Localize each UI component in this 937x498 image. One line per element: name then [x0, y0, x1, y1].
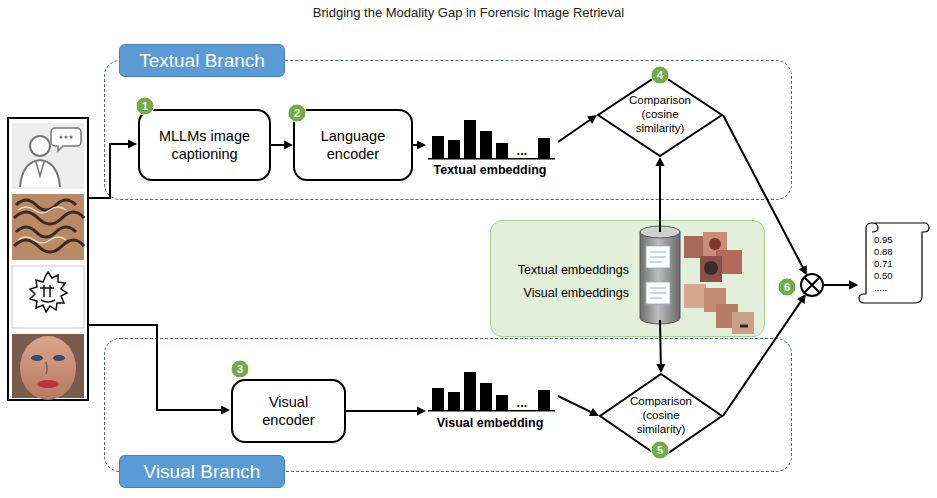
arrow-head — [849, 281, 858, 290]
arrow-head — [284, 141, 293, 150]
result-scroll: 0.95 0.88 0.71 0.50 ..... — [858, 222, 930, 304]
arrow-head — [589, 408, 599, 416]
database-label: Visual embeddings — [499, 286, 629, 300]
box-label: MLLMs image captioning — [148, 127, 261, 163]
flow-arrow — [346, 396, 599, 416]
scroll-outline — [858, 222, 930, 304]
connector-line — [659, 320, 662, 366]
flow-arrow — [413, 115, 597, 150]
arrow-head — [587, 115, 597, 124]
embedding-caption: Textual embedding — [434, 163, 547, 177]
arrow-head — [797, 294, 806, 304]
arrow-head — [417, 141, 426, 150]
box-label: Visual encoder — [241, 393, 336, 429]
flow-arrow — [723, 115, 858, 290]
database-label: Textual embeddings — [499, 263, 629, 277]
flow-arrow — [723, 281, 858, 417]
embedding-histogram — [428, 120, 555, 160]
process-box: MLLMs image captioning — [138, 109, 271, 181]
person-icon — [12, 123, 84, 189]
decision-diamond: Comparison (cosine similarity) — [599, 373, 723, 459]
embedding-database: Textual embeddingsVisual embeddings — [490, 220, 765, 337]
branch-region: Visual BranchVisual encoderComparison (c… — [104, 338, 792, 472]
connector-line — [413, 119, 591, 145]
database-sample-images — [684, 232, 754, 334]
box-label: Language encoder — [303, 127, 403, 163]
tattoo-photo — [12, 194, 84, 260]
input-wire — [88, 144, 129, 198]
flow-arrow — [656, 320, 665, 373]
merge-symbol — [801, 274, 823, 296]
arrow-head — [417, 407, 426, 416]
process-box: Language encoder — [293, 109, 413, 181]
arrow-head — [221, 406, 230, 415]
arrow-head — [849, 281, 858, 290]
face-photo — [12, 334, 84, 400]
diamond-label: Comparison (cosine similarity) — [620, 94, 701, 135]
diamond-shape — [598, 74, 722, 156]
flow-arrow — [271, 141, 293, 150]
connector-line — [659, 164, 661, 232]
database-cylinder — [640, 226, 680, 324]
embedding-histogram — [428, 372, 555, 412]
diamond-label: Comparison (cosine similarity) — [621, 395, 700, 436]
input-wire — [88, 325, 222, 410]
connector-line — [271, 144, 286, 146]
input-panel — [8, 118, 88, 400]
connector-line — [723, 115, 851, 285]
arrow-head — [656, 364, 665, 373]
scroll-shape — [859, 223, 929, 303]
flow-arrow — [656, 157, 665, 232]
process-box: Visual encoder — [231, 379, 346, 443]
branch-tab: Textual Branch — [119, 44, 285, 77]
branch-region: Textual BranchMLLMs image captioningLang… — [104, 60, 792, 200]
connector-line — [346, 396, 593, 413]
embedding-caption: Visual embedding — [437, 416, 544, 430]
page-title: Bridging the Modality Gap in Forensic Im… — [0, 5, 937, 20]
decision-diamond: Comparison (cosine similarity) — [597, 73, 723, 157]
callout-circle — [136, 66, 796, 459]
score-list: 0.95 0.88 0.71 0.50 ..... — [874, 234, 904, 293]
callout-number: 3 — [237, 363, 243, 375]
diamond-shape — [600, 374, 722, 458]
callout-number: 6 — [784, 281, 790, 293]
connector-line — [723, 285, 851, 416]
branch-tab: Visual Branch — [119, 455, 285, 488]
arrow-head — [128, 140, 137, 149]
ellipsis: ... — [517, 395, 528, 410]
arrow-head — [799, 265, 807, 275]
ellipsis: ... — [517, 143, 528, 158]
sketch-drawing — [12, 266, 84, 328]
arrow-head — [656, 157, 665, 166]
